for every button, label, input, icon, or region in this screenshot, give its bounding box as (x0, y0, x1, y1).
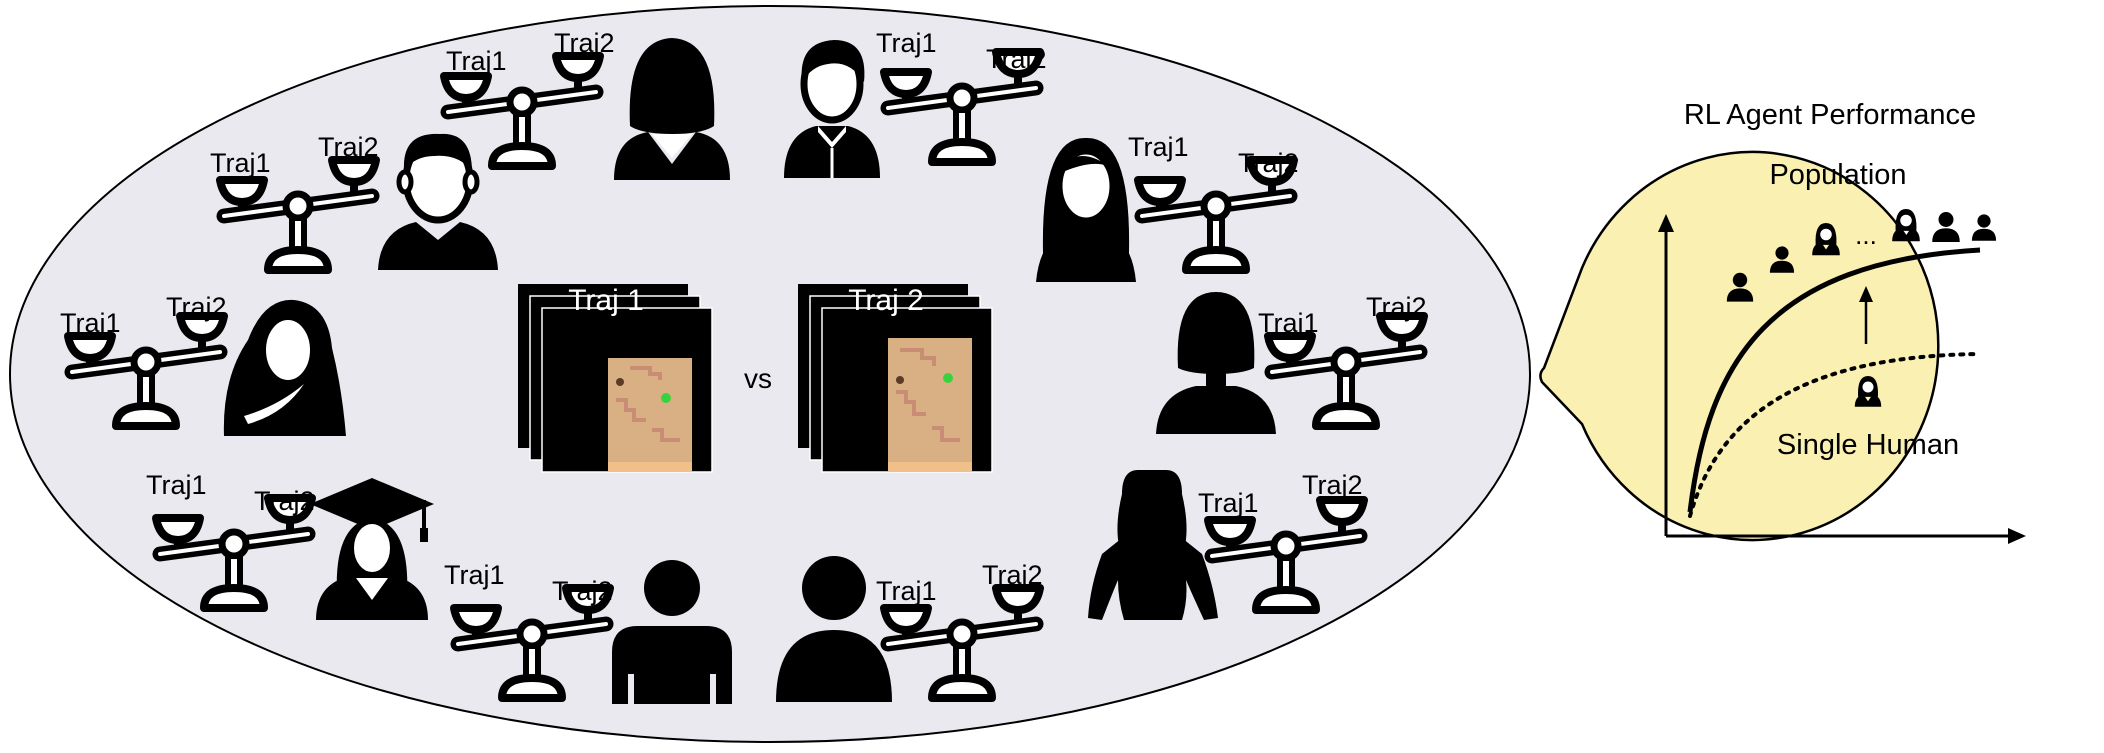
traj2-label: Traj2 (1366, 292, 1427, 322)
voter-group-4: Traj1 Traj2 (1036, 132, 1299, 282)
performance-title: RL Agent Performance (1684, 99, 1976, 131)
voter-group-1: Traj1 Traj2 (444, 28, 730, 180)
traj2-label: Traj2 (554, 28, 615, 58)
traj1-label: Traj1 (210, 148, 271, 178)
traj1-label: Traj1 (1258, 308, 1319, 338)
traj1-label: Traj1 (146, 470, 207, 500)
speech-bubble (1539, 150, 1940, 542)
population-icons: ... (1726, 209, 1997, 302)
mini-person-icon (1932, 212, 1960, 242)
traj1-label: Traj1 (446, 46, 507, 76)
traj1-label: Traj1 (444, 560, 505, 590)
traj2-label: Traj2 (254, 486, 315, 516)
traj1-label: Traj1 (876, 576, 937, 606)
voter-group-3: Traj1 Traj2 (210, 132, 498, 270)
mini-woman-icon (1892, 209, 1920, 242)
mini-person-icon (1971, 214, 1997, 241)
voter-group-6: Traj1 Traj2 (1156, 292, 1427, 434)
game-frame-2 (888, 338, 972, 472)
traj2-label: Traj2 (318, 132, 379, 162)
voter-group-2: Traj1 Traj2 (784, 28, 1047, 178)
traj2-label: Traj2 (1302, 470, 1363, 500)
trajectory-1-stack: Traj 1 (518, 284, 713, 473)
voter-group-5: Traj1 Traj2 (60, 292, 348, 438)
voter-group-10: Traj1 Traj2 (776, 556, 1043, 702)
game-frame-1 (608, 358, 692, 472)
single-human-curve (1688, 352, 1982, 518)
voter-group-7: Traj1 Traj2 (146, 470, 436, 622)
traj2-label: Traj2 (166, 292, 227, 322)
improvement-arrow-icon (1859, 286, 1873, 344)
population-ellipsis: ... (1855, 220, 1877, 250)
traj1-title: Traj 1 (568, 284, 644, 317)
traj2-label: Traj2 (982, 560, 1043, 590)
voter-group-8: Traj1 Traj2 (1088, 470, 1364, 620)
traj2-label: Traj2 (1238, 148, 1299, 178)
traj2-label: Traj2 (552, 576, 613, 606)
trajectory-2-stack: Traj 2 (798, 284, 993, 473)
traj1-label: Traj1 (1198, 488, 1259, 518)
performance-axes (1658, 214, 2026, 544)
population-label: Population (1769, 159, 1906, 191)
traj1-label: Traj1 (1128, 132, 1189, 162)
traj1-label: Traj1 (876, 28, 937, 58)
traj2-label: Traj2 (986, 44, 1047, 74)
vs-label: vs (744, 363, 772, 394)
voter-group-9: Traj1 Traj2 (444, 560, 732, 704)
traj1-label: Traj1 (60, 308, 121, 338)
traj2-title: Traj 2 (848, 284, 924, 317)
single-human-label: Single Human (1777, 429, 1959, 461)
population-curve (1687, 247, 1981, 513)
